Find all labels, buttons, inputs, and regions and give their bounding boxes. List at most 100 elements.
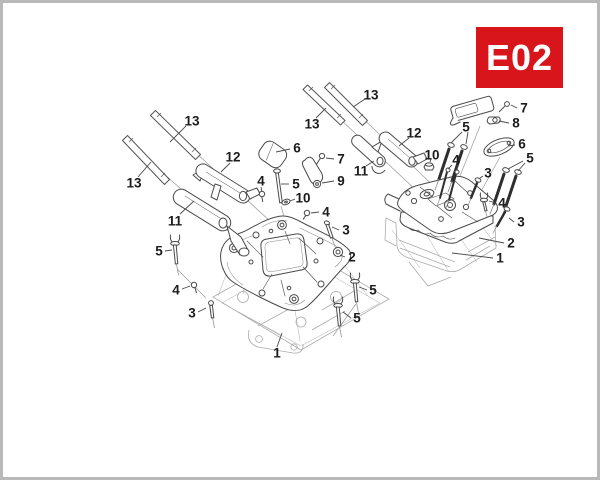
part-13-pushrods-left-drawing <box>122 110 201 185</box>
callout-label-5: 5 <box>292 177 300 192</box>
callout-label-7: 7 <box>337 152 345 167</box>
callout-leader-4 <box>447 164 453 170</box>
part-2-valve-cover-left-drawing <box>220 215 352 312</box>
callout-leader-3 <box>331 226 340 231</box>
callout-leader-4 <box>310 211 320 214</box>
page-code-badge: E02 <box>476 27 563 88</box>
part-11-rocker-arm-right-drawing <box>351 134 386 174</box>
callout-label-6: 6 <box>293 141 301 156</box>
callout-leader-4 <box>260 186 263 193</box>
part-8-bracket-drawing <box>449 95 501 126</box>
callout-label-10: 10 <box>295 191 310 206</box>
part-4-studs-right-drawing <box>436 167 460 209</box>
callout-leader-5 <box>358 286 368 291</box>
callout-leader-6 <box>275 148 291 153</box>
callout-leader-5 <box>517 162 526 172</box>
callout-leader-2 <box>339 254 346 258</box>
callout-leader-3 <box>197 307 207 313</box>
callout-label-5: 5 <box>353 311 361 326</box>
callout-label-11: 11 <box>168 214 183 229</box>
callout-leader-12 <box>398 137 410 147</box>
callout-leader-4 <box>456 164 459 170</box>
callout-label-4: 4 <box>452 153 460 168</box>
callout-label-6: 6 <box>518 137 526 152</box>
callout-leader-5 <box>465 131 469 145</box>
part-12-rocker-arm-left-drawing <box>192 163 261 204</box>
callout-leader-3 <box>479 175 484 179</box>
callout-label-3: 3 <box>342 223 350 238</box>
callout-leader-3 <box>508 217 515 223</box>
callout-label-8: 8 <box>512 116 520 131</box>
part-6-cap-left-drawing <box>258 140 288 169</box>
callout-leader-1 <box>276 332 283 348</box>
callout-leader-10 <box>429 158 432 163</box>
callout-leader-13 <box>315 107 327 119</box>
callout-leader-8 <box>498 120 510 124</box>
callout-label-13: 13 <box>184 114 200 129</box>
callout-label-3: 3 <box>188 306 196 321</box>
part-9-lever-left-drawing <box>301 156 324 189</box>
callout-label-7: 7 <box>520 101 528 116</box>
callout-label-10: 10 <box>424 148 439 163</box>
callout-leader-5 <box>164 249 173 252</box>
callout-leader-1 <box>451 252 494 259</box>
part-3-bolts-left-drawing <box>208 220 337 329</box>
part-4-bolt-right-lower-drawing <box>479 192 489 218</box>
callout-label-5: 5 <box>369 283 377 298</box>
callout-label-5: 5 <box>526 151 534 166</box>
callout-label-13: 13 <box>304 117 320 132</box>
callout-label-12: 12 <box>406 126 421 141</box>
callout-label-4: 4 <box>322 205 330 220</box>
part-10-seal-left-drawing <box>281 198 291 206</box>
part-5-adjusters-left-drawing <box>169 234 361 338</box>
callout-leader-4 <box>488 200 497 204</box>
callout-label-4: 4 <box>172 283 180 298</box>
callout-label-11: 11 <box>354 164 369 179</box>
callout-leader-4 <box>181 285 191 290</box>
part-6-plate-right-drawing <box>483 137 515 157</box>
callout-label-3: 3 <box>517 215 525 230</box>
part-10-nut-right-drawing <box>423 162 435 171</box>
callout-label-2: 2 <box>507 236 515 251</box>
part-2-valve-cover-right-drawing <box>384 175 498 244</box>
part-12-rocker-arm-right-drawing <box>371 131 428 168</box>
callout-leader-2 <box>478 237 505 244</box>
callout-label-12: 12 <box>225 150 240 165</box>
callout-label-3: 3 <box>484 166 492 181</box>
callout-leader-5 <box>342 311 352 319</box>
part-5-bolts-right-drawing <box>434 142 522 217</box>
part-3-bolts-right-drawing <box>467 177 511 234</box>
callout-leader-13 <box>169 125 187 143</box>
callout-label-13: 13 <box>126 176 142 191</box>
callout-label-9: 9 <box>337 174 345 189</box>
callout-label-2: 2 <box>348 250 356 265</box>
callout-label-5: 5 <box>155 244 163 259</box>
callout-label-4: 4 <box>257 174 265 189</box>
callout-leader-13 <box>137 161 152 178</box>
callout-leader-6 <box>507 144 516 147</box>
callout-label-1: 1 <box>496 251 504 266</box>
callout-leader-11 <box>365 160 375 167</box>
callout-label-1: 1 <box>273 346 281 361</box>
callout-label-4: 4 <box>498 196 506 211</box>
callout-leader-10 <box>289 198 296 202</box>
callout-leader-12 <box>220 162 231 173</box>
callout-label-13: 13 <box>363 88 379 103</box>
callout-leader-11 <box>179 200 195 215</box>
part-5-bolt-left-top-drawing <box>273 168 283 204</box>
part-7-screw-right-drawing <box>498 101 510 113</box>
callout-leader-7 <box>325 157 335 160</box>
part-7-screw-left-drawing <box>315 152 326 166</box>
callout-leader-7 <box>510 104 518 109</box>
part-11-rocker-arm-left-drawing <box>172 183 250 257</box>
exploded-view-diagram: 1313121167951044325431551313121178651043… <box>122 82 534 361</box>
part-13-pushrods-right-drawing <box>302 82 368 126</box>
part-1-cylinder-head-right-drawing <box>384 217 498 287</box>
callout-label-5: 5 <box>462 120 470 135</box>
page-code-text: E02 <box>485 36 554 78</box>
callout-leader-13 <box>352 98 366 108</box>
callout-leader-9 <box>321 180 335 184</box>
callout-leader-5 <box>507 160 524 170</box>
